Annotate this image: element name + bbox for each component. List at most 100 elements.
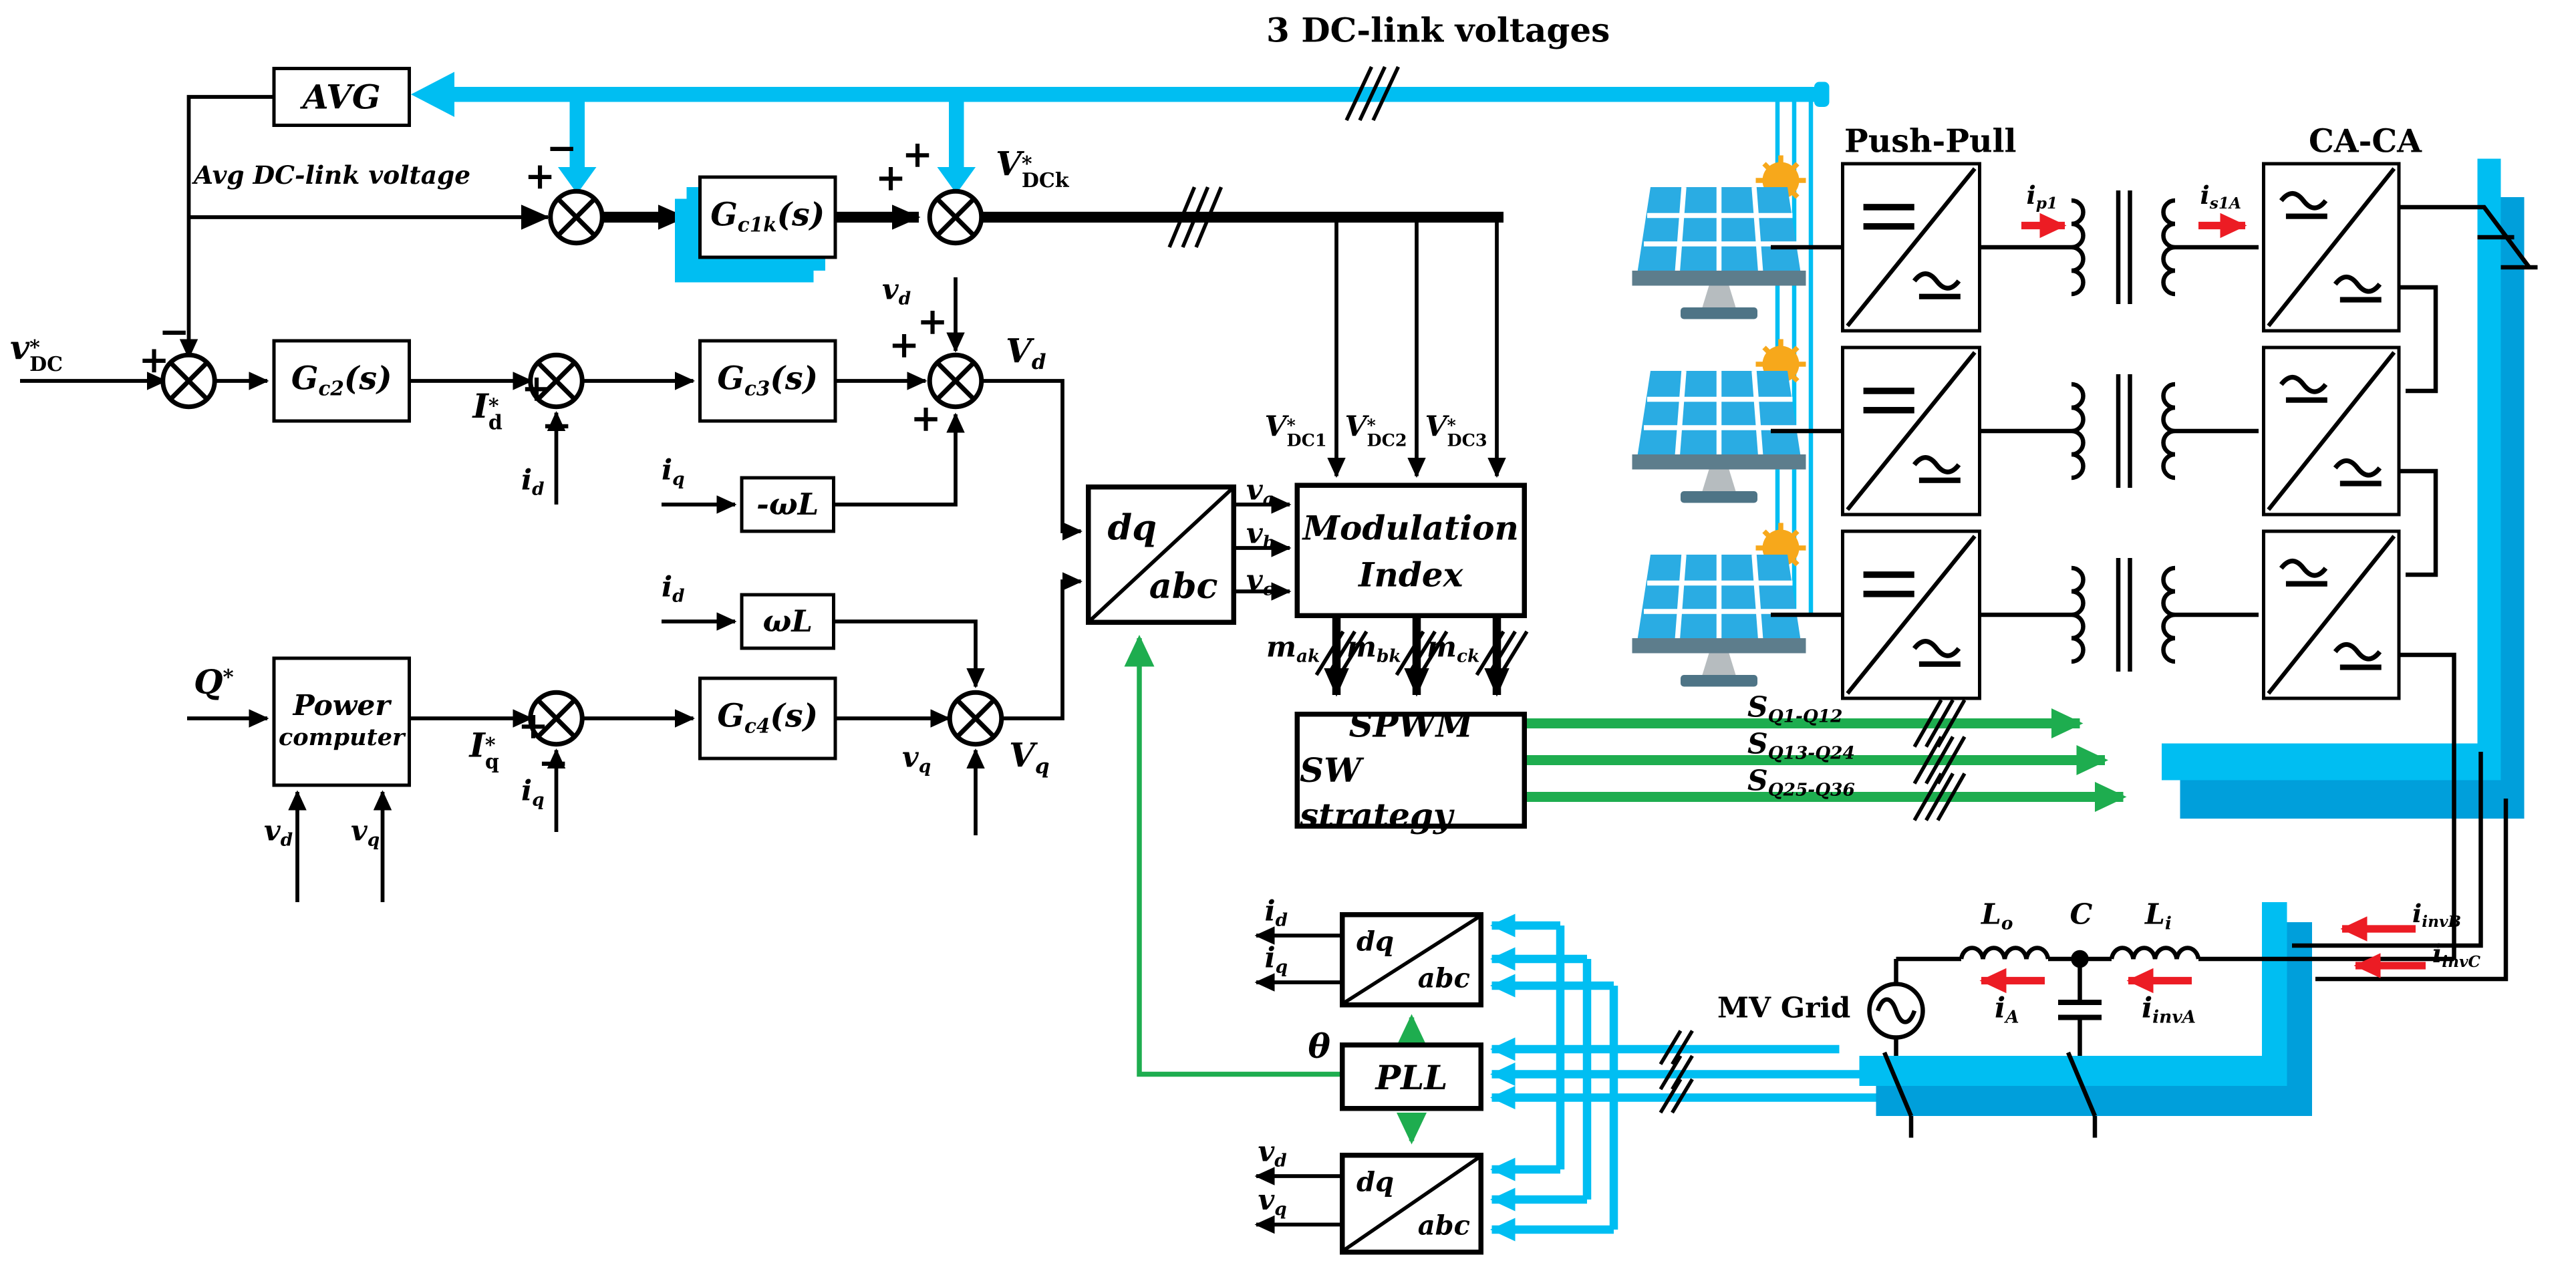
avg-dc-link-label: Avg DC-link voltage (194, 160, 471, 190)
grid-stub-bright (2262, 902, 2287, 1061)
ca-ca-3 (2262, 529, 2401, 700)
mv-grid-label: MV Grid (1717, 992, 1851, 1026)
sum-vq (947, 690, 1004, 747)
vd-pc-label: vd (264, 815, 293, 851)
grid-switch (1882, 1051, 1913, 1117)
pv-panel-2 (1632, 339, 1806, 503)
vd-meas-label: vd (1258, 1136, 1287, 1171)
push-pull-2 (1841, 345, 1981, 517)
sum-id (528, 352, 585, 410)
iinva-label: iinvA (2142, 992, 2196, 1028)
iq-ref-label: I*q (469, 725, 499, 774)
vb-label: vb (1246, 518, 1276, 553)
sign-vd-plus3: + (910, 398, 942, 441)
sign-vd-plus1: + (917, 301, 948, 344)
vdc2-label: V*DC2 (1344, 411, 1407, 451)
sum-vd (927, 352, 984, 410)
li-label: Li (2145, 899, 2172, 934)
iinvb-label: iinvB (2412, 899, 2462, 932)
mak-label: mak (1266, 631, 1320, 667)
inductor-lo (1959, 946, 2051, 960)
capacitor-switch (2066, 1051, 2097, 1117)
iq-out-label: iq (1264, 942, 1288, 978)
ca-ca-title: CA-CA (2309, 124, 2422, 160)
sum-vdck (927, 188, 984, 246)
ac-band-dark (2180, 780, 2525, 819)
c-label: C (2069, 899, 2093, 932)
sq1-label: SQ1-Q12 (1747, 692, 1843, 727)
pll-feeder-lines (1490, 913, 1876, 1242)
current-arrows (1979, 213, 2426, 994)
diagram-title: 3 DC-link voltages (1266, 10, 1610, 50)
gc1k-block: Gc1k(s) (698, 175, 837, 259)
theta-label: θ (1308, 1026, 1330, 1066)
sq2-label: SQ13-Q24 (1747, 728, 1855, 764)
vd-ff-label: vd (882, 274, 911, 309)
id-out-label: id (1264, 895, 1288, 931)
ca-ca-1 (2262, 162, 2401, 333)
neg-wl-block: -ωL (740, 476, 835, 533)
gc3-block: Gc3(s) (698, 339, 837, 423)
pv-panel-1 (1632, 155, 1806, 319)
series-link-2 (2400, 468, 2438, 577)
pv-panel-3 (1632, 523, 1806, 687)
sign-vdc-plus: + (138, 339, 170, 383)
ip1-label: ip1 (2026, 180, 2058, 214)
sign-id-minus: − (541, 404, 573, 448)
theta-to-dq-line (1124, 635, 1340, 1077)
grid-stub-dark (2287, 922, 2312, 1089)
pll-block: PLL (1340, 1042, 1483, 1111)
id-feedback-label: id (521, 464, 545, 500)
dq-abc-voltage: dq abc (1340, 1153, 1483, 1255)
vd-out-label: Vd (1006, 331, 1046, 374)
sign-vdck-plus2: + (875, 157, 907, 200)
multiwire-slashes (1167, 65, 1967, 1114)
lo-label: Lo (1981, 899, 2013, 934)
series-link-1 (2400, 285, 2438, 394)
id-in-label: id (662, 571, 685, 607)
sign-iq-plus: + (518, 705, 549, 748)
inductor-li (2109, 946, 2201, 960)
va-label: va (1246, 474, 1274, 510)
power-stage-wires (1771, 190, 2538, 1138)
dq-abc-current: dq abc (1340, 912, 1483, 1008)
vdc-ref-label: v*DC (10, 327, 63, 376)
vdc1-label: V*DC1 (1264, 411, 1327, 451)
push-pull-1 (1841, 162, 1981, 333)
ac-bus-bar-dark (2500, 197, 2525, 819)
sum-junctions (160, 188, 1004, 747)
gc2-block: Gc2(s) (272, 339, 411, 423)
caca1-bus-connector (2400, 204, 2531, 269)
phase-a-feed (2400, 652, 2456, 959)
vq-out-label: Vq (1009, 735, 1050, 779)
mbk-label: mbk (1346, 631, 1401, 667)
iq-feedback-label: iq (521, 775, 545, 811)
sign-avg-minus: − (546, 127, 577, 170)
thick-control-wires (603, 204, 1510, 697)
sign-vd-plus2: + (889, 324, 920, 368)
ia-label: iA (1995, 992, 2019, 1028)
dq-abc-modulation: dq abc (1086, 484, 1236, 625)
sign-id-plus: + (521, 368, 553, 411)
sum-avg (548, 188, 605, 246)
sq3-label: SQ25-Q36 (1747, 765, 1855, 801)
q-ref-label: Q* (194, 662, 234, 702)
sign-vdc-minus: − (158, 311, 190, 354)
gc4-block: Gc4(s) (698, 676, 837, 760)
ca-ca-2 (2262, 345, 2401, 517)
vq-meas-label: vq (1258, 1184, 1287, 1220)
vq-pc-label: vq (351, 815, 380, 851)
avg-block: AVG (272, 67, 411, 127)
wl-block: ωL (740, 593, 835, 650)
ac-band-bright (2162, 743, 2501, 781)
vdc3-label: V*DC3 (1425, 411, 1487, 451)
push-pull-3 (1841, 529, 1981, 700)
green-signals (1124, 635, 2127, 1145)
vdck-label: V*DCk (996, 144, 1069, 192)
sum-iq (528, 690, 585, 747)
